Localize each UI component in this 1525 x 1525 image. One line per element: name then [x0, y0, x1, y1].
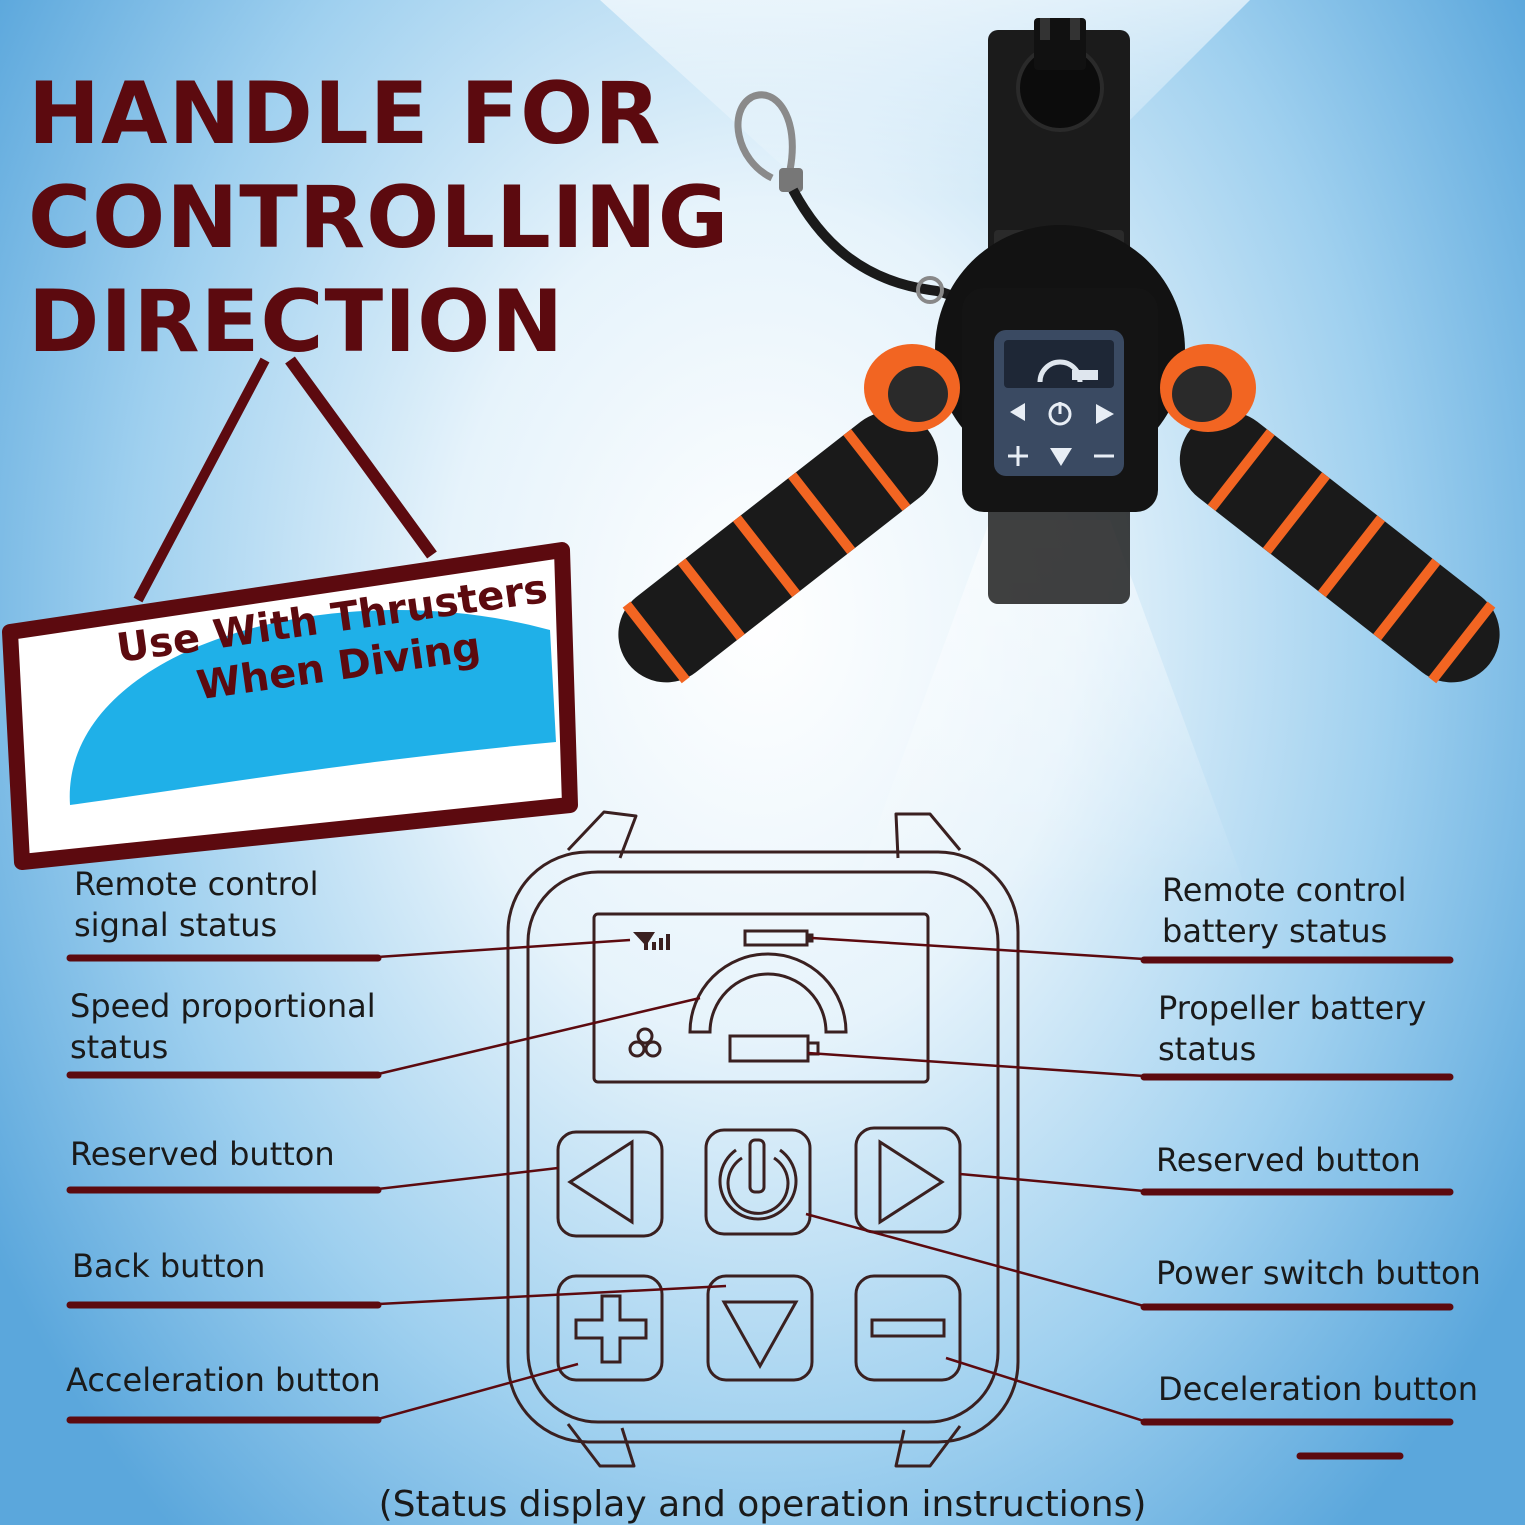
- label-speed-line-2: status: [70, 1028, 169, 1066]
- sign-blue-patch: [69, 610, 557, 805]
- back-button-shape: [706, 1274, 814, 1382]
- leader-back: [377, 1284, 727, 1306]
- label-reserved-left-text: Reserved button: [70, 1135, 335, 1173]
- lanyard-ring: [916, 276, 944, 304]
- strap-lug-top-left: [566, 810, 638, 859]
- label-deceleration-text: Deceleration button: [1158, 1370, 1478, 1408]
- light-beam-bottom: [850, 520, 1250, 900]
- plus-icon: [574, 1294, 648, 1364]
- label-acceleration: Acceleration button: [66, 1360, 381, 1401]
- minus-icon: [870, 1318, 946, 1338]
- device-strap-top: [988, 18, 1130, 270]
- label-power-switch-text: Power switch button: [1156, 1254, 1481, 1292]
- leader-speed: [377, 996, 701, 1076]
- left-grip: [618, 344, 960, 684]
- label-remote-battery-line-1: Remote control: [1162, 871, 1407, 909]
- carabiner-icon: [734, 91, 803, 192]
- label-acceleration-text: Acceleration button: [66, 1361, 381, 1399]
- label-signal-line-1: Remote control: [74, 865, 319, 903]
- reserved-left-button-shape: [556, 1130, 664, 1238]
- remote-unit: [962, 288, 1158, 512]
- triangle-left-icon: [567, 1139, 634, 1225]
- label-signal-status: Remote control signal status: [74, 864, 319, 946]
- label-deceleration: Deceleration button: [1158, 1369, 1478, 1410]
- label-propeller-battery: Propeller battery status: [1158, 988, 1426, 1070]
- propeller-icon: [628, 1027, 662, 1058]
- label-speed-line-1: Speed proportional: [70, 987, 376, 1025]
- deceleration-button-shape: [854, 1274, 962, 1382]
- status-screen: [592, 912, 930, 1084]
- label-remote-battery: Remote control battery status: [1162, 870, 1407, 952]
- label-power-switch: Power switch button: [1156, 1253, 1481, 1294]
- label-reserved-left: Reserved button: [70, 1134, 335, 1175]
- power-button-shape: [704, 1128, 812, 1236]
- leader-remote-battery: [811, 936, 1145, 961]
- leader-acceleration: [377, 1362, 579, 1421]
- strap-lug-top-right: [894, 812, 962, 859]
- label-reserved-right: Reserved button: [1156, 1140, 1421, 1181]
- propeller-battery-icon: [728, 1034, 820, 1063]
- leader-power: [805, 1212, 1145, 1308]
- remote-case-inner: [526, 870, 1000, 1424]
- remote-battery-icon: [743, 929, 814, 947]
- label-back-text: Back button: [72, 1247, 266, 1285]
- device-strap-bottom: [988, 500, 1130, 604]
- speed-gauge-icon: [688, 952, 848, 1034]
- label-signal-line-2: signal status: [74, 906, 278, 944]
- triangle-down-icon: [721, 1300, 799, 1370]
- headline-line-3: DIRECTION: [28, 272, 565, 372]
- label-reserved-right-text: Reserved button: [1156, 1141, 1421, 1179]
- remote-case-outer: [506, 850, 1020, 1444]
- leader-propeller-battery: [807, 1051, 1145, 1078]
- diagram-caption: (Status display and operation instructio…: [378, 1484, 1147, 1525]
- headline-line-1: HANDLE FOR: [28, 64, 662, 164]
- triangle-right-icon: [878, 1139, 945, 1225]
- right-grip: [1160, 344, 1500, 684]
- headline-line-2: CONTROLLING: [28, 168, 730, 268]
- label-propeller-battery-line-2: status: [1158, 1030, 1257, 1068]
- label-back-button: Back button: [72, 1246, 265, 1287]
- label-propeller-battery-line-1: Propeller battery: [1158, 989, 1427, 1027]
- headline: HANDLE FOR CONTROLLING DIRECTION: [28, 62, 729, 374]
- label-remote-battery-line-2: battery status: [1162, 912, 1388, 950]
- leader-reserved-right: [959, 1172, 1145, 1193]
- hanging-sign: [2, 356, 578, 870]
- leader-deceleration: [945, 1356, 1145, 1423]
- leader-signal: [377, 938, 631, 959]
- leader-reserved-left: [377, 1166, 559, 1191]
- signal-icon: [633, 932, 670, 950]
- acceleration-button-shape: [556, 1274, 664, 1382]
- strap-lug-bottom-left: [566, 1423, 636, 1468]
- strap-lug-bottom-right: [894, 1425, 962, 1468]
- label-speed-status: Speed proportional status: [70, 986, 376, 1068]
- power-icon: [718, 1138, 798, 1221]
- reserved-right-button-shape: [854, 1126, 962, 1234]
